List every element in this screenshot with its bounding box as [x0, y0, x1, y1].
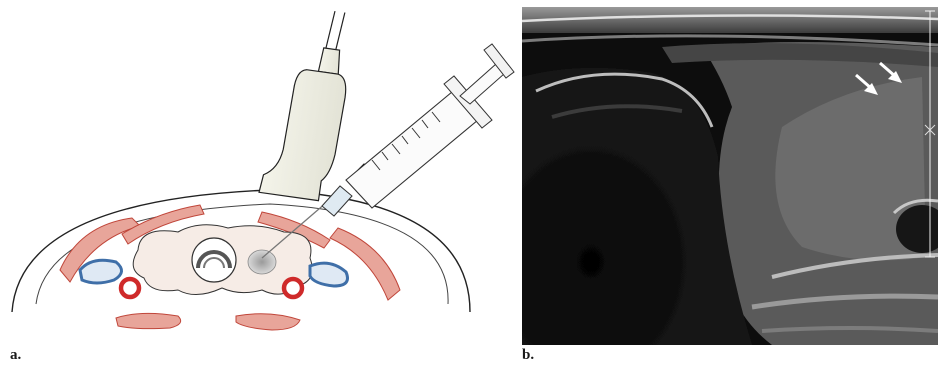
neck-cross-section-diagram [0, 0, 515, 345]
sternocleidomastoid-muscle-right [330, 228, 400, 300]
panel-a-label: a. [10, 348, 21, 363]
carotid-artery-right [284, 279, 302, 297]
panel-b-ultrasound [522, 7, 938, 345]
probe-neck [318, 48, 341, 75]
probe-cable-edge [335, 12, 345, 52]
probe-cable [325, 11, 335, 51]
panel-b-label: b. [522, 348, 534, 363]
jugular-vein-left [80, 260, 122, 283]
ultrasound-image [522, 7, 938, 345]
probe-body [259, 66, 348, 203]
prevertebral-muscle-right [236, 314, 300, 330]
syringe-barrel [346, 92, 478, 208]
ultrasound-probe [259, 4, 357, 202]
skin-layer [522, 7, 938, 33]
thyroid-nodule [248, 250, 276, 274]
jugular-vein-right [310, 263, 348, 286]
carotid-artery-left [121, 279, 139, 297]
syringe-plunger-rod [460, 64, 504, 104]
panel-a-schematic [0, 0, 515, 345]
syringe-hub [322, 186, 352, 216]
prevertebral-muscle-left [116, 313, 181, 328]
